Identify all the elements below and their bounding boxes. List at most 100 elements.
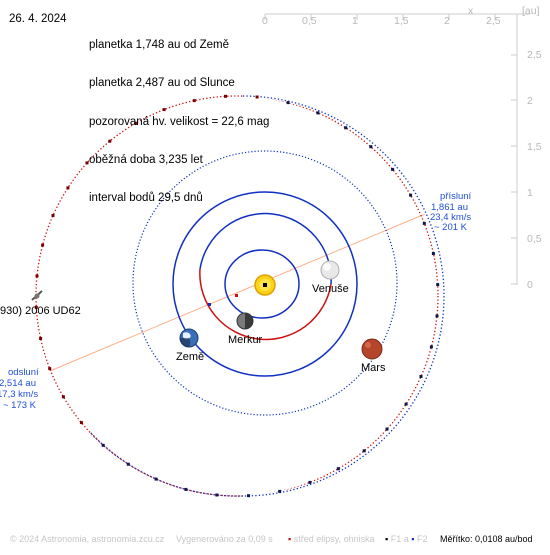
earth-label: Země [176,351,204,363]
orbit-point-marker [278,489,282,493]
interval-line: interval bodů 29,5 dnů [89,192,203,205]
orbit-point-marker [85,161,89,165]
orbit-point-marker [344,126,348,130]
aphelion-title: odsluní [8,367,39,378]
orbit-point-marker [336,467,340,471]
f2-marker-icon: ▪ [411,534,415,544]
orbit-point-marker [35,274,39,278]
orbit-point-marker [435,314,439,318]
orbit-point-marker [369,145,373,149]
footer-legend-foci: ▪ F1 a ▪ F2 [385,534,427,544]
x-axis-symbol: x [468,5,474,17]
x-tick-label: 0,5 [302,15,317,27]
y-tick-label: 0 [527,279,533,291]
orbit-point-marker [247,494,250,498]
orbit-point-marker [385,427,389,431]
orbit-point-marker [134,121,138,125]
orbit-point-marker [126,462,130,466]
x-tick-label: 0 [262,15,268,27]
aphelion-temp: ~ 173 K [3,400,37,411]
venus-icon [320,260,340,280]
orbit-point-marker [419,375,423,378]
y-tick-label: 1 [527,187,533,199]
orbit-point-marker [108,139,112,143]
footer-legend-center: ▪ střed elipsy, ohniska [288,534,375,544]
venus-label: Venuše [312,283,349,295]
earth-orbit [172,191,358,377]
orbit-point-marker [422,221,426,225]
scale-readout: Měřítko: 0,0108 au/bod [440,534,533,544]
y-tick-label: 1,5 [527,141,542,153]
asteroid-label: (455930) 2006 UD62 [0,305,81,317]
axis-unit: [au] [522,5,540,17]
mars-icon [361,338,383,360]
orbit-point-marker [162,108,166,112]
orbit-point-marker [101,443,105,447]
aphelion-speed: 17,3 km/s [0,389,38,400]
y-tick-label: 2,5 [527,49,542,61]
orbit-point-marker [61,395,65,399]
orbit-point-marker [404,402,408,406]
period-line: oběžná doba 3,235 let [89,153,203,166]
mercury-orbit [224,249,300,319]
perihelion-speed: 23,4 km/s [430,212,471,223]
orbit-point-marker [431,252,435,255]
orbit-point-marker [362,449,366,453]
mercury-label: Merkur [228,334,263,346]
center-marker-icon: ▪ [288,534,292,544]
orbit-point-marker [79,421,83,425]
x-tick-label: 1,5 [394,15,409,27]
magnitude-line: pozorovaná hv. velikost = 22,6 mag [89,115,270,128]
aphelion-distance: 2,514 au [0,378,36,389]
orbit-point-marker [409,193,413,197]
orbit-point-marker [184,487,188,491]
orbit-point-marker [66,186,70,190]
apsidal-line [49,213,426,372]
orbit-point-marker [316,111,320,115]
mars-label: Mars [361,362,386,374]
f2-text: F2 [416,534,428,544]
y-tick-label: 2 [527,95,533,107]
orbit-point-marker [154,477,158,481]
f1-text: F1 a [390,534,409,544]
orbit-point-marker [215,493,219,497]
orbit-points [34,94,440,498]
sun-icon [254,274,276,296]
orbit-mask [242,94,446,498]
orbit-point-marker [224,94,227,98]
y-axis [511,14,518,285]
footer-copyright: © 2024 Astronomia, astronomia.zcu.cz [10,534,165,544]
perihelion-title: přísluní [440,191,472,202]
legend-center-text: střed elipsy, ohniska [293,534,375,544]
orbit-point-marker [286,101,290,105]
footer-generated: Vygenerováno za 0,09 s [176,534,273,544]
orbit-point-marker [192,99,196,103]
perihelion-distance: 1,861 au [431,202,468,213]
mars-orbit [132,150,398,416]
asteroid-orbit-blue [89,95,445,497]
orbit-point-marker [48,367,52,371]
orbit-point-marker [391,167,395,171]
orbit-point-marker [51,214,55,217]
earth-icon [179,328,199,348]
orbit-point-marker [308,480,312,484]
ellipse-center-marker [235,294,238,297]
earth-distance-line: planetka 1,748 au od Země [89,39,230,51]
x-tick-label: 2 [444,15,450,27]
orbit-point-marker [429,345,433,349]
orbit-point-marker [255,95,259,99]
mercury-icon [236,312,254,330]
x-tick-label: 1 [352,15,358,27]
orbit-point-marker [436,283,440,287]
orbit-point-marker [39,337,43,340]
perihelion-temp: ~ 201 K [434,222,468,233]
x-axis [264,13,530,20]
asteroid-icon [31,290,43,301]
y-tick-label: 0,5 [527,233,542,245]
x-tick-label: 2,5 [486,15,501,27]
orbit-point-marker [34,305,38,309]
venus-orbit-lower [199,268,332,341]
venus-orbit-upper [199,212,332,285]
